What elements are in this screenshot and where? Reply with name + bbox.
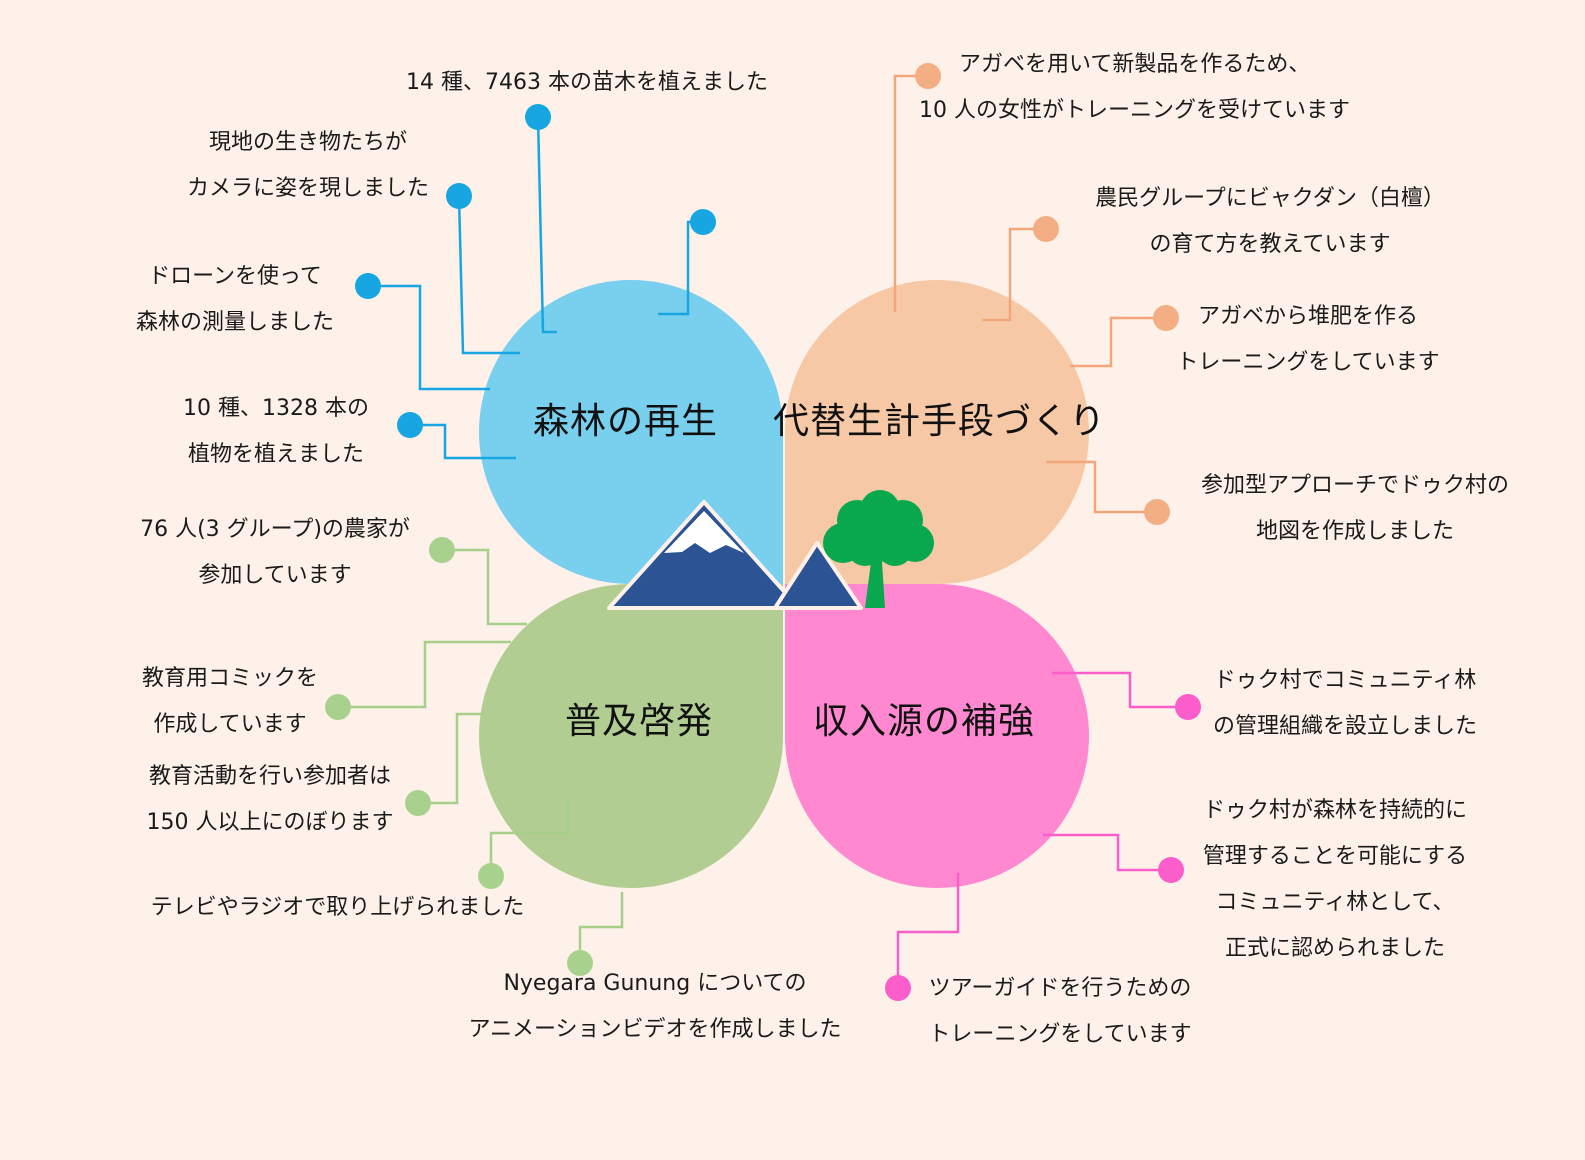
outreach-dot-3 [405, 790, 431, 816]
outreach-item-5-line-1: Nyegara Gunung についての [503, 971, 807, 996]
income-connector-2 [1043, 833, 1171, 872]
income-item-2-line-2: 管理することを可能にする [1202, 844, 1468, 869]
outreach-item-5-line-2: アニメーションビデオを作成しました [468, 1017, 842, 1042]
forest-item-2-line-1: 現地の生き物たちが [208, 130, 407, 155]
income-petal [785, 584, 1089, 888]
livelihood-connector-4 [1046, 460, 1157, 514]
outreach-item-1-line-2: 参加しています [198, 563, 352, 588]
forest-item-4: 10 種、1328 本の 植物を植えました [166, 386, 386, 478]
livelihood-item-2-line-1: 農民グループにビャクダン（白檀） [1095, 186, 1445, 211]
outreach-connector-1 [442, 548, 527, 626]
livelihood-item-2: 農民グループにビャクダン（白檀） の育て方を教えています [1075, 176, 1465, 268]
forest-dot-3 [355, 273, 381, 299]
livelihood-item-4-line-2: 地図を作成しました [1255, 519, 1454, 544]
outreach-item-2: 教育用コミックを 作成しています [125, 656, 335, 748]
income-item-3: ツアーガイドを行うための トレーニングをしています [905, 966, 1215, 1058]
livelihood-dot-4 [1144, 499, 1170, 525]
outreach-item-3-line-2: 150 人以上にのぼります [146, 810, 394, 835]
forest-item-2: 現地の生き物たちが カメラに姿を現しました [168, 120, 448, 212]
forest-item-4-line-2: 植物を植えました [187, 442, 364, 467]
income-item-3-line-1: ツアーガイドを行うための [928, 976, 1192, 1001]
income-item-1: ドゥク村でコミュニティ林 の管理組織を設立しました [1190, 658, 1500, 750]
income-item-2: ドゥク村が森林を持続的に 管理することを可能にする コミュニティ林として、 正式… [1180, 788, 1490, 972]
income-dot-3 [885, 975, 911, 1001]
livelihood-connector-3 [1070, 316, 1166, 368]
tree-icon [823, 490, 934, 608]
livelihood-item-1: アガベを用いて新製品を作るため、 10 人の女性がトレーニングを受けています [907, 42, 1397, 134]
income-connector-3 [896, 873, 960, 988]
livelihood-item-2-line-2: の育て方を教えています [1149, 232, 1391, 257]
outreach-dot-1 [429, 537, 455, 563]
outreach-dot-2 [325, 694, 351, 720]
forest-item-3-line-2: 森林の測量しました [135, 310, 334, 335]
forest-connector-4 [410, 423, 516, 460]
outreach-connector-3 [418, 712, 484, 805]
outreach-dot-5 [567, 950, 593, 976]
livelihood-item-3-line-2: トレーニングをしています [1176, 350, 1440, 375]
income-item-2-line-1: ドゥク村が森林を持続的に [1202, 798, 1467, 823]
outreach-connector-2 [338, 640, 511, 709]
forest-item-1: 14 種、7463 本の苗木を植えました [387, 60, 787, 106]
income-item-2-line-3: コミュニティ林として、 [1215, 890, 1455, 915]
income-dot-1 [1175, 694, 1201, 720]
forest-item-3-line-1: ドローンを使って [148, 264, 322, 289]
outreach-connector-5 [578, 892, 624, 962]
livelihood-item-3-line-1: アガベから堆肥を作る [1197, 304, 1418, 329]
forest-dot-5 [690, 209, 716, 235]
livelihood-title: 代替生計手段づくり [773, 401, 1107, 442]
forest-item-2-line-2: カメラに姿を現しました [186, 176, 429, 201]
forest-dot-1 [525, 104, 551, 130]
forest-connector-3 [368, 284, 490, 391]
forest-item-4-line-1: 10 種、1328 本の [183, 396, 369, 421]
outreach-item-3-line-1: 教育活動を行い参加者は [148, 764, 391, 789]
income-connector-1 [1052, 671, 1188, 709]
livelihood-dot-2 [1033, 216, 1059, 242]
mountain-icon [607, 500, 863, 610]
livelihood-dot-3 [1153, 305, 1179, 331]
outreach-item-1-line-1: 76 人(3 グループ)の農家が [140, 517, 410, 542]
forest-dot-4 [397, 412, 423, 438]
outreach-item-1: 76 人(3 グループ)の農家が 参加しています [120, 507, 430, 599]
livelihood-item-4: 参加型アプローチでドゥク村の 地図を作成しました [1180, 463, 1530, 555]
livelihood-connector-2 [982, 227, 1046, 322]
forest-item-3: ドローンを使って 森林の測量しました [115, 254, 355, 346]
forest-title: 森林の再生 [533, 401, 719, 442]
forest-connector-1 [536, 117, 557, 334]
forest-connector-2 [457, 196, 520, 355]
livelihood-item-1-line-2: 10 人の女性がトレーニングを受けています [919, 98, 1350, 123]
outreach-item-4: テレビやラジオで取り上げられました [130, 885, 545, 931]
income-title: 収入源の補強 [813, 701, 1036, 742]
livelihood-item-3: アガベから堆肥を作る トレーニングをしています [1158, 294, 1458, 386]
livelihood-item-4-line-1: 参加型アプローチでドゥク村の [1200, 473, 1509, 498]
outreach-item-5: Nyegara Gunung についての アニメーションビデオを作成しました [440, 961, 870, 1053]
outreach-connector-4 [489, 795, 570, 876]
income-item-3-line-2: トレーニングをしています [928, 1022, 1192, 1047]
forest-item-1-line-1: 14 種、7463 本の苗木を植えました [406, 70, 768, 95]
outreach-petal [479, 584, 783, 888]
outreach-item-3: 教育活動を行い参加者は 150 人以上にのぼります [125, 754, 415, 846]
income-item-2-line-4: 正式に認められました [1224, 936, 1445, 961]
livelihood-dot-1 [915, 63, 941, 89]
livelihood-item-1-line-1: アガベを用いて新製品を作るため、 [959, 52, 1311, 77]
outreach-item-2-line-1: 教育用コミックを [141, 666, 318, 691]
outreach-title: 普及啓発 [565, 701, 714, 742]
income-item-1-line-2: の管理組織を設立しました [1212, 714, 1477, 739]
outreach-item-4-line-1: テレビやラジオで取り上げられました [150, 895, 525, 920]
forest-dot-2 [446, 183, 472, 209]
outreach-dot-4 [478, 863, 504, 889]
income-item-1-line-1: ドゥク村でコミュニティ林 [1213, 668, 1477, 693]
income-dot-2 [1158, 857, 1184, 883]
outreach-item-2-line-2: 作成しています [153, 712, 307, 737]
